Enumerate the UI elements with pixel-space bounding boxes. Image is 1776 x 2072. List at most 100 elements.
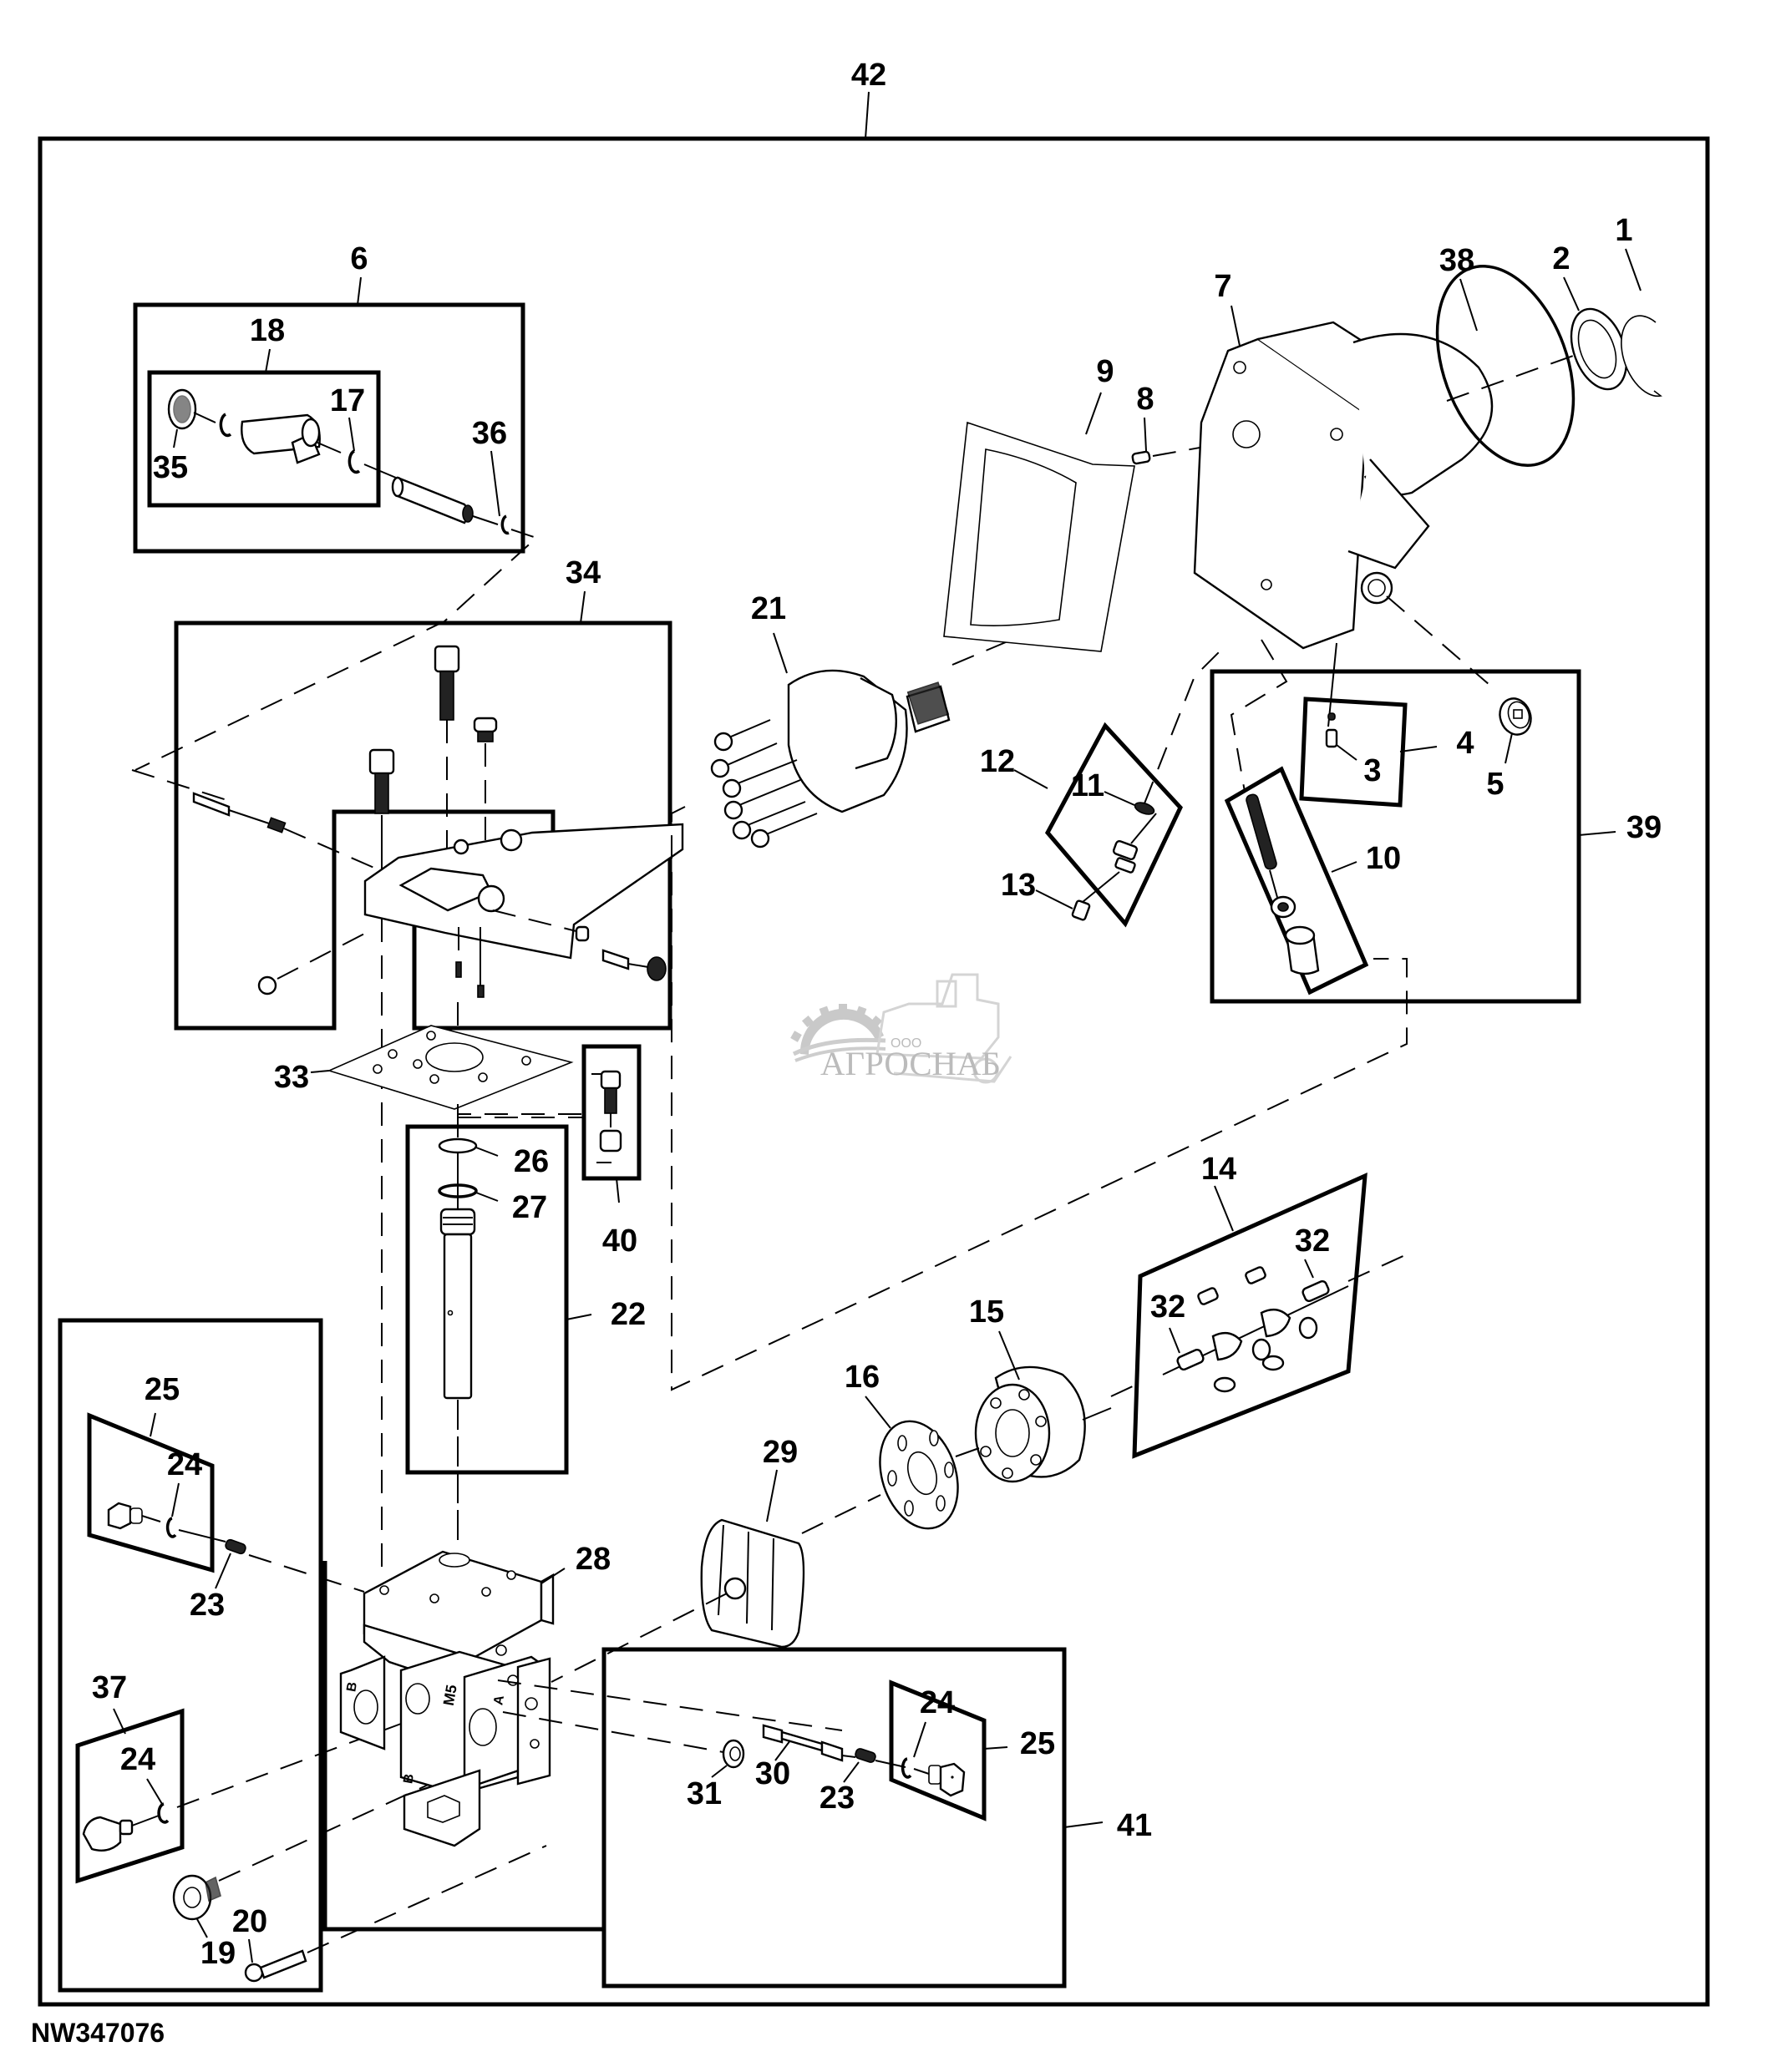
plug-19	[172, 1874, 221, 1921]
axis-line	[955, 1447, 980, 1457]
callout-38[interactable]: 38	[1439, 243, 1474, 278]
callout-12[interactable]: 12	[980, 744, 1015, 779]
callout-41[interactable]: 41	[1117, 1808, 1152, 1843]
callout-17[interactable]: 17	[330, 383, 365, 418]
dashed-alignment	[131, 769, 233, 803]
kit-box-14	[1132, 1172, 1368, 1459]
callout-1[interactable]: 1	[1615, 213, 1632, 248]
port-marking-a: A	[491, 1694, 507, 1706]
leader-25	[983, 1746, 1008, 1750]
leader-39	[1578, 831, 1616, 836]
callout-39[interactable]: 39	[1626, 810, 1662, 845]
callout-14[interactable]: 14	[1201, 1152, 1236, 1187]
callout-8[interactable]: 8	[1136, 382, 1154, 417]
callout-21[interactable]: 21	[751, 591, 786, 626]
leader-23	[843, 1761, 860, 1783]
callout-37[interactable]: 37	[92, 1670, 127, 1705]
small-set-screws	[455, 927, 485, 998]
leader-8	[1144, 417, 1147, 452]
callout-24-lower[interactable]: 24	[120, 1742, 155, 1777]
dashed-alignment	[497, 1679, 843, 1731]
spring-23	[855, 1748, 876, 1763]
leader-27	[475, 1192, 499, 1202]
axis-line	[1082, 871, 1120, 903]
dashed-alignment	[1110, 1384, 1137, 1397]
callout-24-right[interactable]: 24	[920, 1685, 955, 1720]
leader-1	[1625, 248, 1642, 291]
leader-24	[913, 1721, 926, 1758]
leader-41	[1063, 1821, 1104, 1828]
leader-33	[310, 1070, 330, 1073]
callout-25-right[interactable]: 25	[1020, 1726, 1055, 1761]
callout-24-left[interactable]: 24	[167, 1447, 202, 1482]
dashed-alignment-6-34	[134, 529, 538, 771]
dashed-alignment	[1230, 639, 1288, 793]
callout-22[interactable]: 22	[611, 1297, 646, 1332]
callout-31[interactable]: 31	[687, 1776, 722, 1811]
motor-housing-7	[1193, 321, 1494, 650]
seal-washer	[1327, 712, 1336, 721]
leader-36	[490, 450, 500, 517]
valve-plate-29	[700, 1518, 805, 1649]
leader-14	[1214, 1185, 1234, 1232]
callout-32-right[interactable]: 32	[1295, 1223, 1330, 1259]
callout-26[interactable]: 26	[514, 1144, 549, 1179]
callout-19[interactable]: 19	[200, 1936, 236, 1971]
callout-16[interactable]: 16	[845, 1360, 880, 1395]
leader-21	[773, 632, 788, 674]
callout-23-left[interactable]: 23	[190, 1588, 225, 1623]
gear-icon	[790, 1004, 886, 1062]
gasket-9-inner	[970, 448, 1077, 626]
callout-7[interactable]: 7	[1214, 269, 1231, 304]
callout-36[interactable]: 36	[472, 416, 507, 451]
leader-2	[1563, 276, 1580, 312]
axis-line	[1327, 642, 1337, 727]
callout-2[interactable]: 2	[1552, 241, 1570, 276]
kit-box-41	[601, 1647, 1067, 1988]
dashed-alignment	[1347, 1254, 1408, 1282]
axis-line	[1130, 813, 1157, 844]
callout-27[interactable]: 27	[512, 1190, 547, 1225]
orifice-3	[1325, 728, 1338, 748]
callout-5[interactable]: 5	[1486, 767, 1504, 802]
o-ring-11	[1134, 802, 1155, 815]
callout-3[interactable]: 3	[1363, 753, 1381, 788]
drain-plug	[82, 1815, 160, 1852]
leader-4	[1399, 746, 1438, 752]
callout-18[interactable]: 18	[250, 313, 285, 348]
kit-box-25-left	[87, 1412, 215, 1573]
callout-9[interactable]: 9	[1096, 354, 1114, 389]
callout-13[interactable]: 13	[1001, 868, 1036, 903]
callout-4[interactable]: 4	[1456, 726, 1474, 761]
callout-32-left[interactable]: 32	[1150, 1289, 1185, 1325]
axis-line	[317, 442, 342, 453]
callout-33[interactable]: 33	[274, 1060, 309, 1095]
dashed-alignment	[458, 1117, 611, 1163]
leader-42	[865, 91, 870, 139]
dashed-alignment	[457, 1073, 611, 1115]
callout-15[interactable]: 15	[969, 1294, 1004, 1330]
callout-35[interactable]: 35	[153, 450, 188, 485]
o-ring-part	[219, 413, 232, 438]
callout-20[interactable]: 20	[232, 1904, 267, 1939]
callout-29[interactable]: 29	[763, 1435, 798, 1470]
leader-38	[1459, 278, 1478, 332]
valve-sleeve	[241, 413, 321, 464]
callout-42[interactable]: 42	[851, 58, 886, 93]
leader-15	[998, 1330, 1020, 1380]
callout-40[interactable]: 40	[602, 1223, 637, 1259]
callout-23-right[interactable]: 23	[819, 1781, 855, 1816]
callout-6[interactable]: 6	[350, 241, 368, 276]
callout-11[interactable]: 11	[1071, 768, 1104, 803]
callout-30[interactable]: 30	[755, 1756, 790, 1791]
callout-34[interactable]: 34	[566, 555, 601, 590]
callout-25-left[interactable]: 25	[145, 1372, 180, 1407]
callout-28[interactable]: 28	[576, 1542, 611, 1577]
port-marking-m5: M5	[440, 1684, 460, 1707]
callout-10[interactable]: 10	[1366, 841, 1401, 876]
dashed-alignment	[1446, 350, 1588, 402]
kit-box-40	[581, 1044, 642, 1181]
leader-3	[1336, 744, 1357, 761]
plug-31	[722, 1739, 745, 1769]
